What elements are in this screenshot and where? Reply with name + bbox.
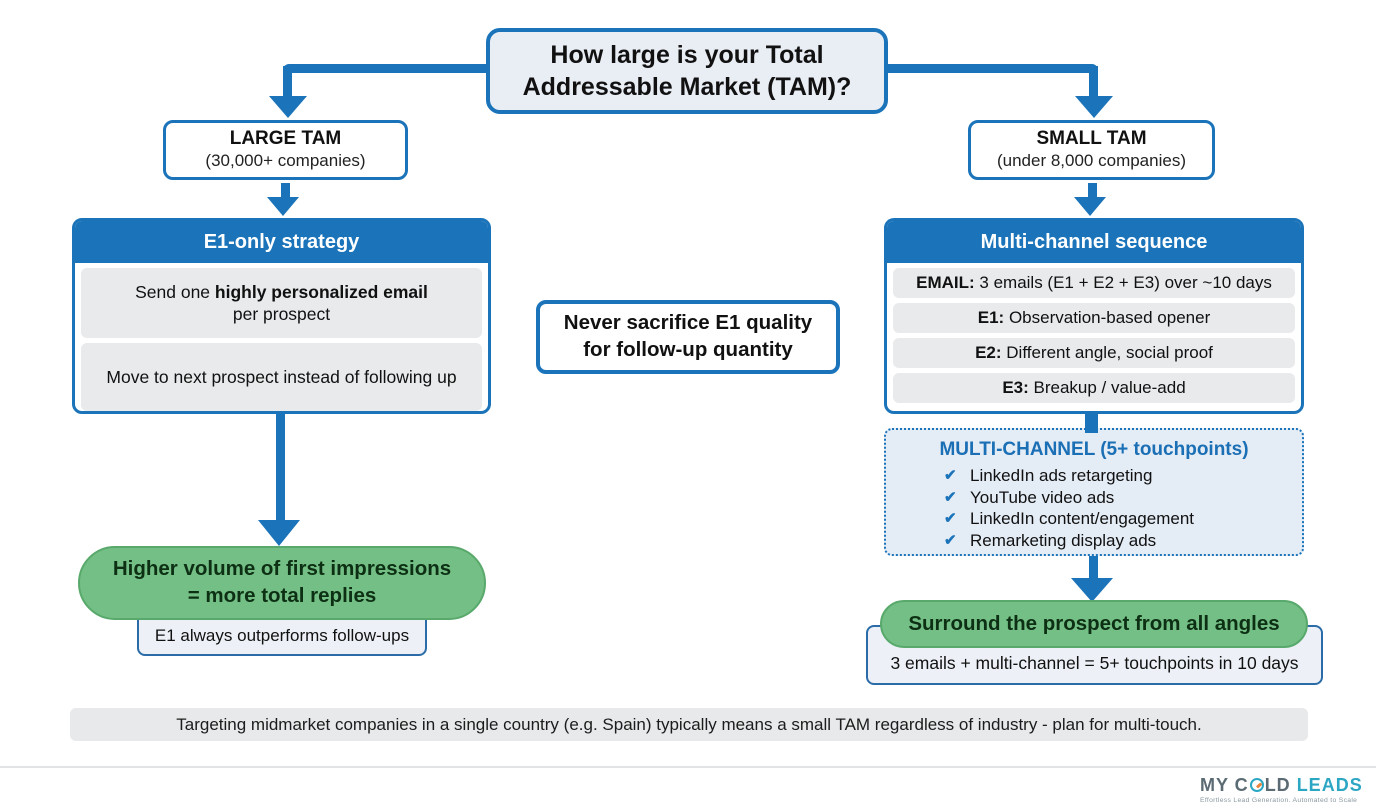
- center-note-line-1: Never sacrifice E1 quality: [563, 311, 813, 335]
- brand-logo: MY C LD LEADS Effortless Lead Generation.…: [1200, 775, 1362, 804]
- title-line-1: How large is your Total: [550, 41, 824, 69]
- small-tam-subtitle: (under 8,000 companies): [996, 151, 1186, 171]
- row1-bold-text: highly personalized email: [214, 281, 428, 302]
- check-icon: ✔: [944, 467, 957, 484]
- touchpoint-label: LinkedIn ads retargeting: [970, 466, 1153, 485]
- footer-divider: [0, 766, 1376, 768]
- left-result-line-1: Higher volume of first impressions: [112, 557, 452, 581]
- sequence-row-e2-value: Different angle, social proof: [1001, 343, 1213, 363]
- touchpoint-label: YouTube video ads: [970, 487, 1115, 507]
- sequence-row-e2-text: E2: Different angle, social proof: [975, 342, 1213, 364]
- connector-large-tam-to-panel: [281, 183, 290, 198]
- large-tam-subtitle: (30,000+ companies): [205, 151, 366, 171]
- sequence-row-e1-value: Observation-based opener: [1004, 308, 1211, 328]
- connector-touchpoints-to-result: [1089, 556, 1098, 580]
- connector-top-right-horizontal: [888, 64, 1098, 73]
- arrowhead-to-left-panel: [267, 197, 299, 216]
- multi-channel-touchpoints-box: MULTI-CHANNEL (5+ touchpoints) ✔ LinkedIn…: [884, 428, 1304, 556]
- check-icon: ✔: [944, 488, 957, 506]
- e1-panel-row-1: Send one highly personalized email per p…: [81, 268, 482, 338]
- connector-small-tam-to-panel: [1088, 183, 1097, 198]
- connector-panel-to-touchpoints: [1085, 411, 1098, 433]
- title-line-2: Addressable Market (TAM)?: [522, 73, 852, 101]
- sequence-row-e1-text: E1: Observation-based opener: [978, 307, 1211, 329]
- sequence-row-e1-label: E1:: [977, 308, 1005, 328]
- right-result-pill: Surround the prospect from all angles: [880, 600, 1308, 648]
- touchpoint-item: ✔ YouTube video ads: [944, 487, 1302, 509]
- multi-channel-touchpoints-title: MULTI-CHANNEL (5+ touchpoints): [939, 439, 1249, 460]
- arrowhead-to-large-tam: [269, 96, 307, 118]
- touchpoint-item: ✔ Remarketing display ads: [944, 530, 1302, 552]
- sequence-row-e2: E2: Different angle, social proof: [893, 338, 1295, 368]
- small-tam-title: SMALL TAM: [1036, 128, 1147, 150]
- check-icon: ✔: [944, 531, 957, 549]
- large-tam-box: LARGE TAM (30,000+ companies): [163, 120, 408, 180]
- e1-only-strategy-panel: E1-only strategy Send one highly persona…: [72, 218, 491, 414]
- arrowhead-to-small-tam: [1075, 96, 1113, 118]
- sequence-row-e3-text: E3: Breakup / value-add: [1002, 377, 1185, 399]
- connector-top-left-horizontal: [283, 64, 488, 73]
- connector-top-left-vertical: [283, 66, 292, 97]
- sequence-row-email: EMAIL: 3 emails (E1 + E2 + E3) over ~10 …: [893, 268, 1295, 298]
- sequence-row-e3-value: Breakup / value-add: [1028, 378, 1186, 398]
- center-note-line-2: for follow-up quantity: [583, 338, 793, 361]
- logo-o-hand-icon: [1255, 781, 1262, 788]
- right-result-text: Surround the prospect from all angles: [908, 611, 1280, 635]
- sequence-row-email-text: EMAIL: 3 emails (E1 + E2 + E3) over ~10 …: [916, 272, 1272, 294]
- center-note-box: Never sacrifice E1 quality for follow-up…: [536, 300, 840, 374]
- large-tam-title: LARGE TAM: [229, 128, 342, 150]
- multi-channel-sequence-panel: Multi-channel sequence EMAIL: 3 emails (…: [884, 218, 1304, 414]
- left-result-line-2: = more total replies: [187, 584, 377, 607]
- brand-logo-wordmark: MY C LD LEADS: [1200, 775, 1362, 796]
- logo-o-icon: [1249, 778, 1264, 792]
- arrowhead-to-right-panel: [1074, 197, 1106, 216]
- touchpoint-item: ✔ LinkedIn ads retargeting: [944, 465, 1302, 487]
- bottom-note-bar: Targeting midmarket companies in a singl…: [70, 708, 1308, 741]
- touchpoint-label: Remarketing display ads: [970, 530, 1157, 550]
- row1-prefix-text: Send one: [135, 281, 215, 302]
- connector-top-right-vertical: [1089, 66, 1098, 97]
- sequence-row-e3: E3: Breakup / value-add: [893, 373, 1295, 403]
- arrowhead-to-right-result: [1071, 578, 1113, 602]
- logo-text-my-c: MY C: [1200, 775, 1249, 795]
- arrowhead-to-left-result: [258, 520, 300, 546]
- check-icon: ✔: [944, 510, 957, 527]
- e1-panel-row-2: Move to next prospect instead of followi…: [81, 343, 482, 411]
- multi-channel-sequence-header: Multi-channel sequence: [887, 221, 1301, 263]
- bottom-note-text: Targeting midmarket companies in a singl…: [176, 714, 1202, 734]
- connector-left-panel-to-result: [276, 414, 285, 522]
- touchpoint-item: ✔ LinkedIn content/engagement: [944, 508, 1302, 530]
- sequence-row-email-value: 3 emails (E1 + E2 + E3) over ~10 days: [974, 273, 1272, 293]
- logo-text-leads: LEADS: [1290, 775, 1363, 795]
- small-tam-box: SMALL TAM (under 8,000 companies): [968, 120, 1215, 180]
- right-footnote-text: 3 emails + multi-channel = 5+ touchpoint…: [890, 653, 1299, 673]
- touchpoints-list: ✔ LinkedIn ads retargeting ✔ YouTube video…: [944, 465, 1302, 551]
- sequence-row-email-label: EMAIL:: [916, 273, 975, 293]
- sequence-row-e3-label: E3:: [1002, 378, 1029, 398]
- e1-panel-row-1-line-1: Send one highly personalized email: [135, 281, 428, 303]
- brand-tagline: Effortless Lead Generation. Automated to…: [1200, 797, 1358, 804]
- left-result-pill: Higher volume of first impressions = mor…: [78, 546, 486, 620]
- e1-only-strategy-header: E1-only strategy: [75, 221, 488, 263]
- touchpoint-label: LinkedIn content/engagement: [970, 509, 1195, 528]
- logo-text-ld: LD: [1264, 775, 1291, 795]
- sequence-row-e2-label: E2:: [975, 343, 1002, 363]
- title-box: How large is your Total Addressable Mark…: [486, 28, 888, 114]
- sequence-row-e1: E1: Observation-based opener: [893, 303, 1295, 333]
- left-footnote-text: E1 always outperforms follow-ups: [154, 626, 410, 645]
- e1-panel-row-1-line-2: per prospect: [232, 304, 331, 324]
